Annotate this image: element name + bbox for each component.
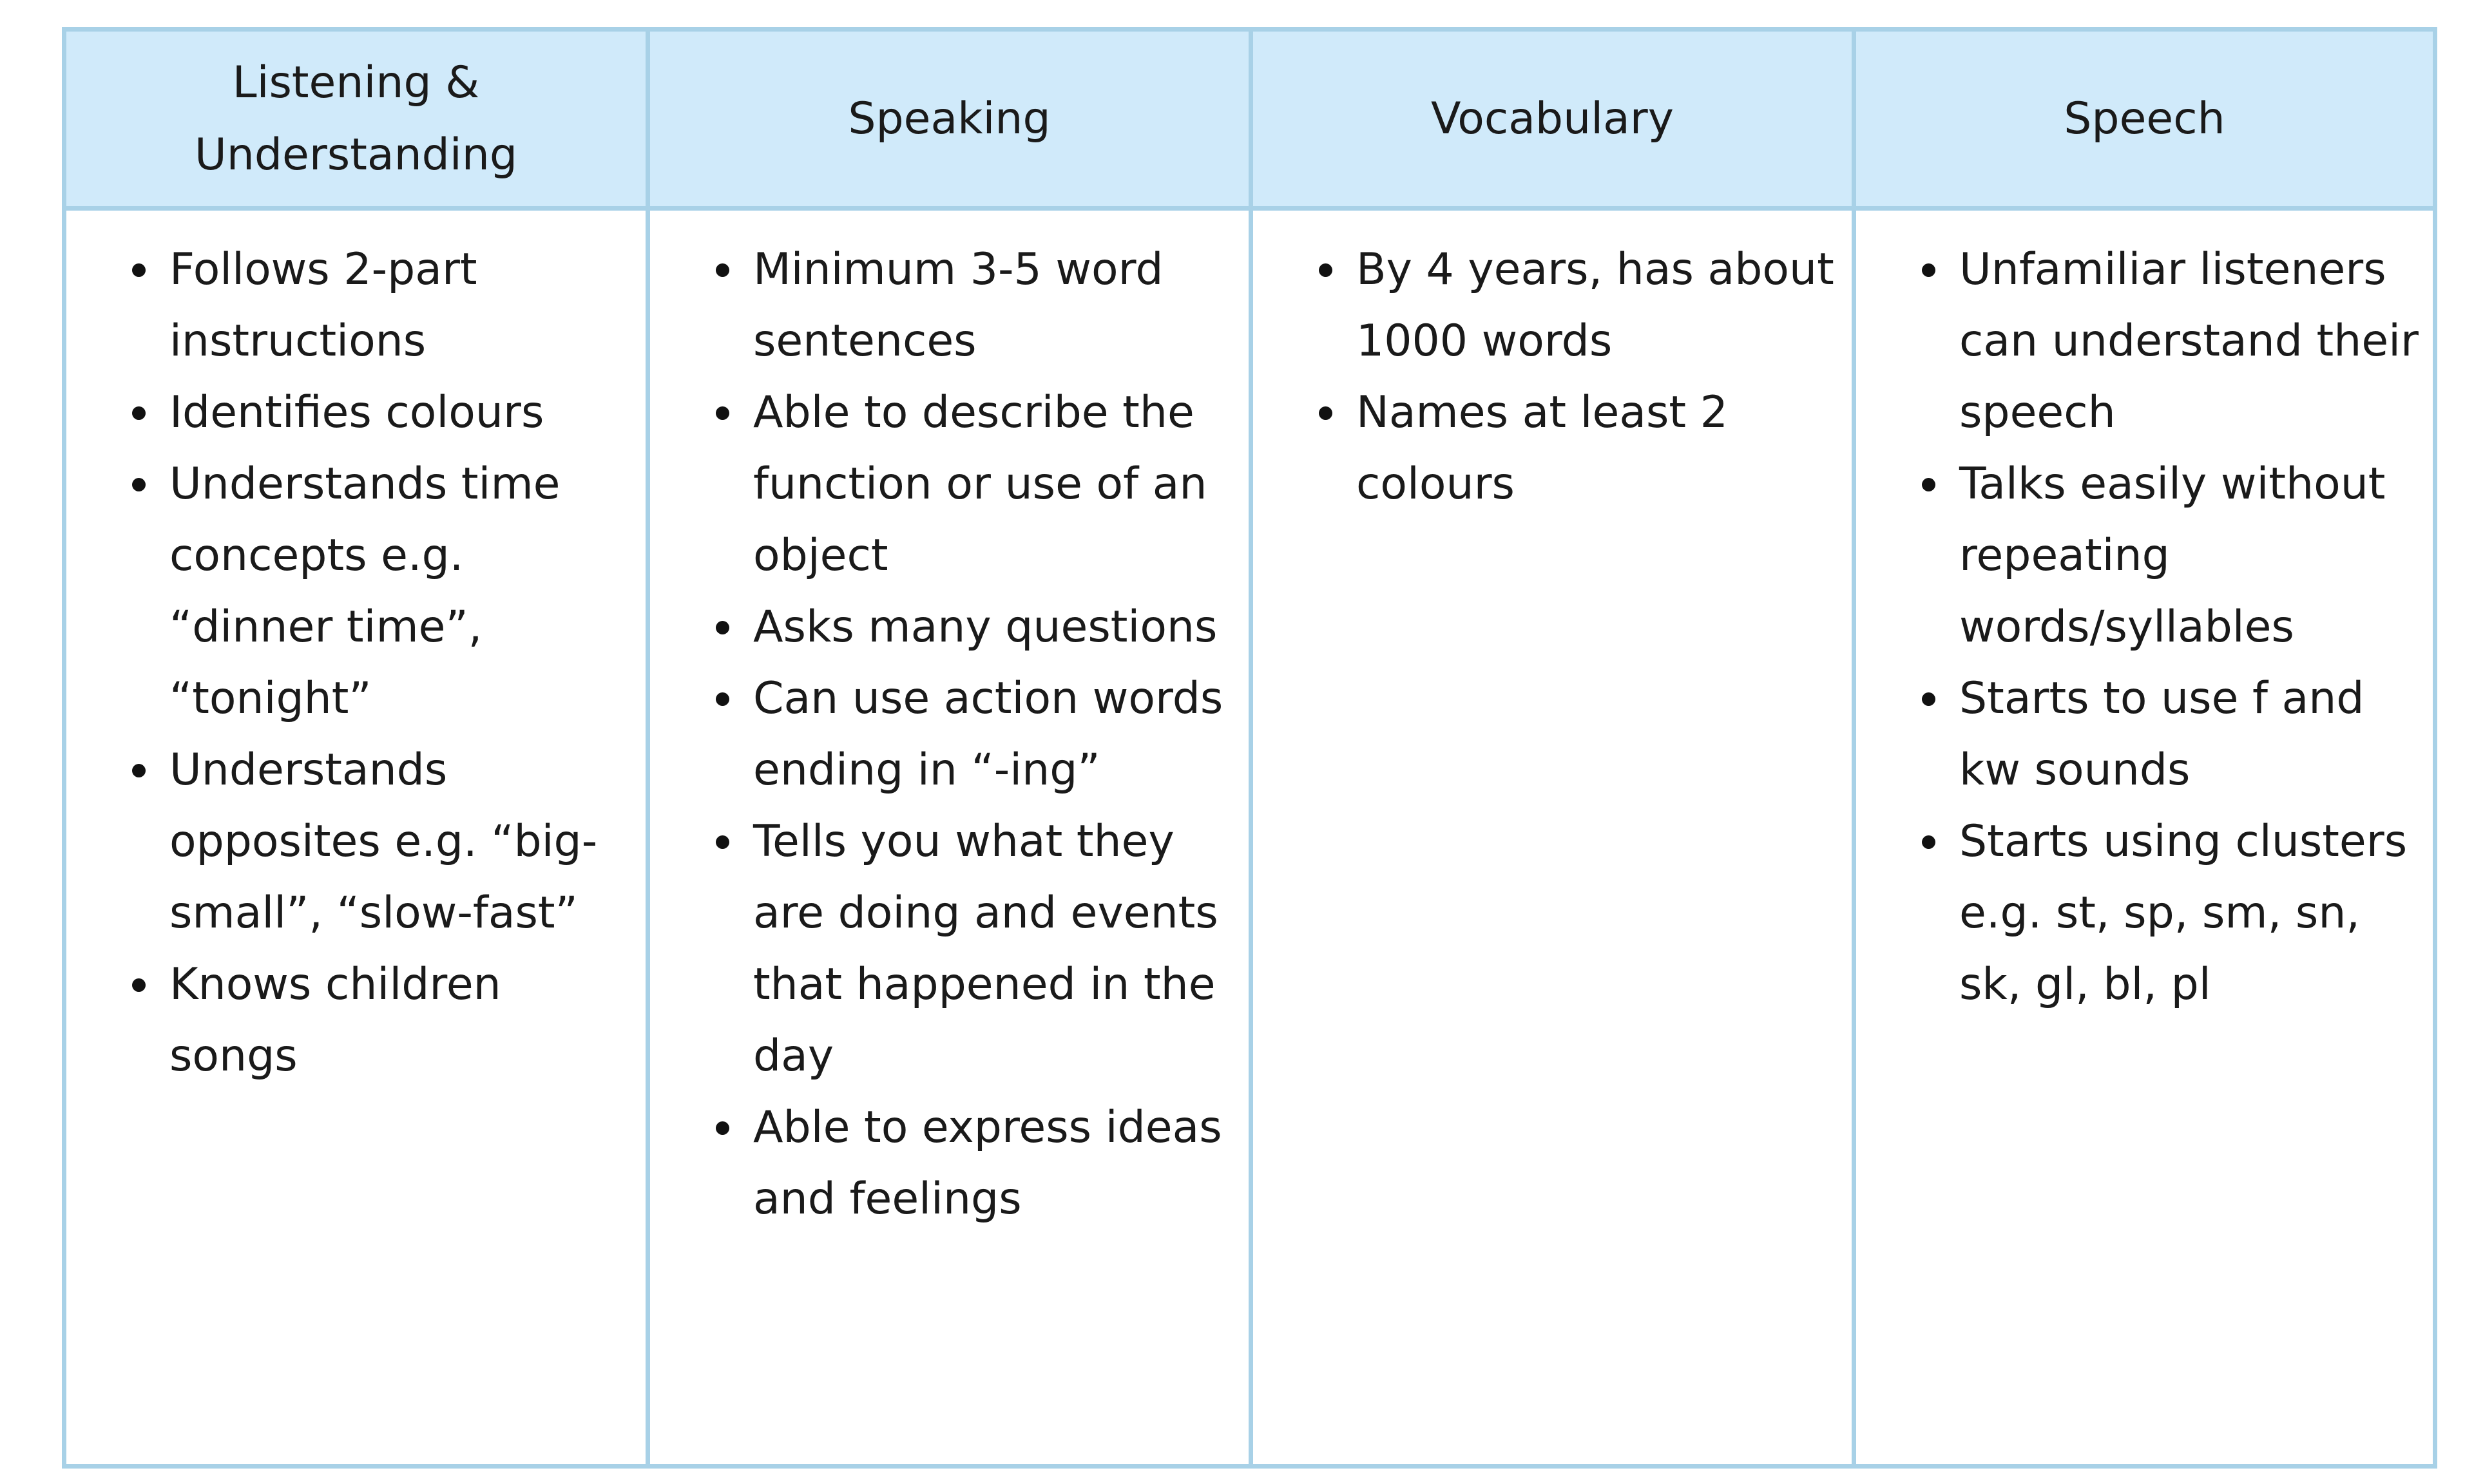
list-item: Follows 2-part instructions [66,234,633,377]
list-item: Can use action words ending in “-ing” [650,663,1236,806]
list-item: Starts to use f and kw sounds [1856,663,2420,806]
vocabulary-cell: By 4 years, has about 1000 words Names a… [1249,206,1856,1469]
vocabulary-list: By 4 years, has about 1000 words Names a… [1253,234,1839,520]
list-item: Unfamiliar listeners can understand thei… [1856,234,2420,448]
list-item: Understands time concepts e.g. “dinner t… [66,448,633,734]
list-item: Minimum 3-5 word sentences [650,234,1236,377]
list-item: By 4 years, has about 1000 words [1253,234,1839,377]
speaking-list: Minimum 3-5 word sentences Able to descr… [650,234,1236,1235]
list-item: Starts using clusters e.g. st, sp, sm, s… [1856,806,2420,1020]
header-vocabulary: Vocabulary [1249,27,1856,211]
content-row: Follows 2-part instructions Identifies c… [62,206,2437,1469]
speech-cell: Unfamiliar listeners can understand thei… [1852,206,2437,1469]
list-item: Asks many questions [650,591,1236,663]
list-item: Understands opposites e.g. “big-small”, … [66,734,633,949]
header-speaking: Speaking [646,27,1253,211]
list-item: Able to describe the function or use of … [650,377,1236,591]
header-row: Listening & Understanding Speaking Vocab… [62,27,2437,211]
list-item: Talks easily without repeating words/syl… [1856,448,2420,663]
list-item: Able to express ideas and feelings [650,1092,1236,1235]
list-item: Identifies colours [66,377,633,448]
header-listening-understanding: Listening & Understanding [62,27,650,211]
listening-cell: Follows 2-part instructions Identifies c… [62,206,650,1469]
speaking-cell: Minimum 3-5 word sentences Able to descr… [646,206,1253,1469]
speech-list: Unfamiliar listeners can understand thei… [1856,234,2420,1020]
listening-list: Follows 2-part instructions Identifies c… [66,234,633,1092]
list-item: Knows children songs [66,949,633,1092]
list-item: Names at least 2 colours [1253,377,1839,520]
milestones-table: Listening & Understanding Speaking Vocab… [62,27,2437,1469]
header-speech: Speech [1852,27,2437,211]
list-item: Tells you what they are doing and events… [650,806,1236,1092]
